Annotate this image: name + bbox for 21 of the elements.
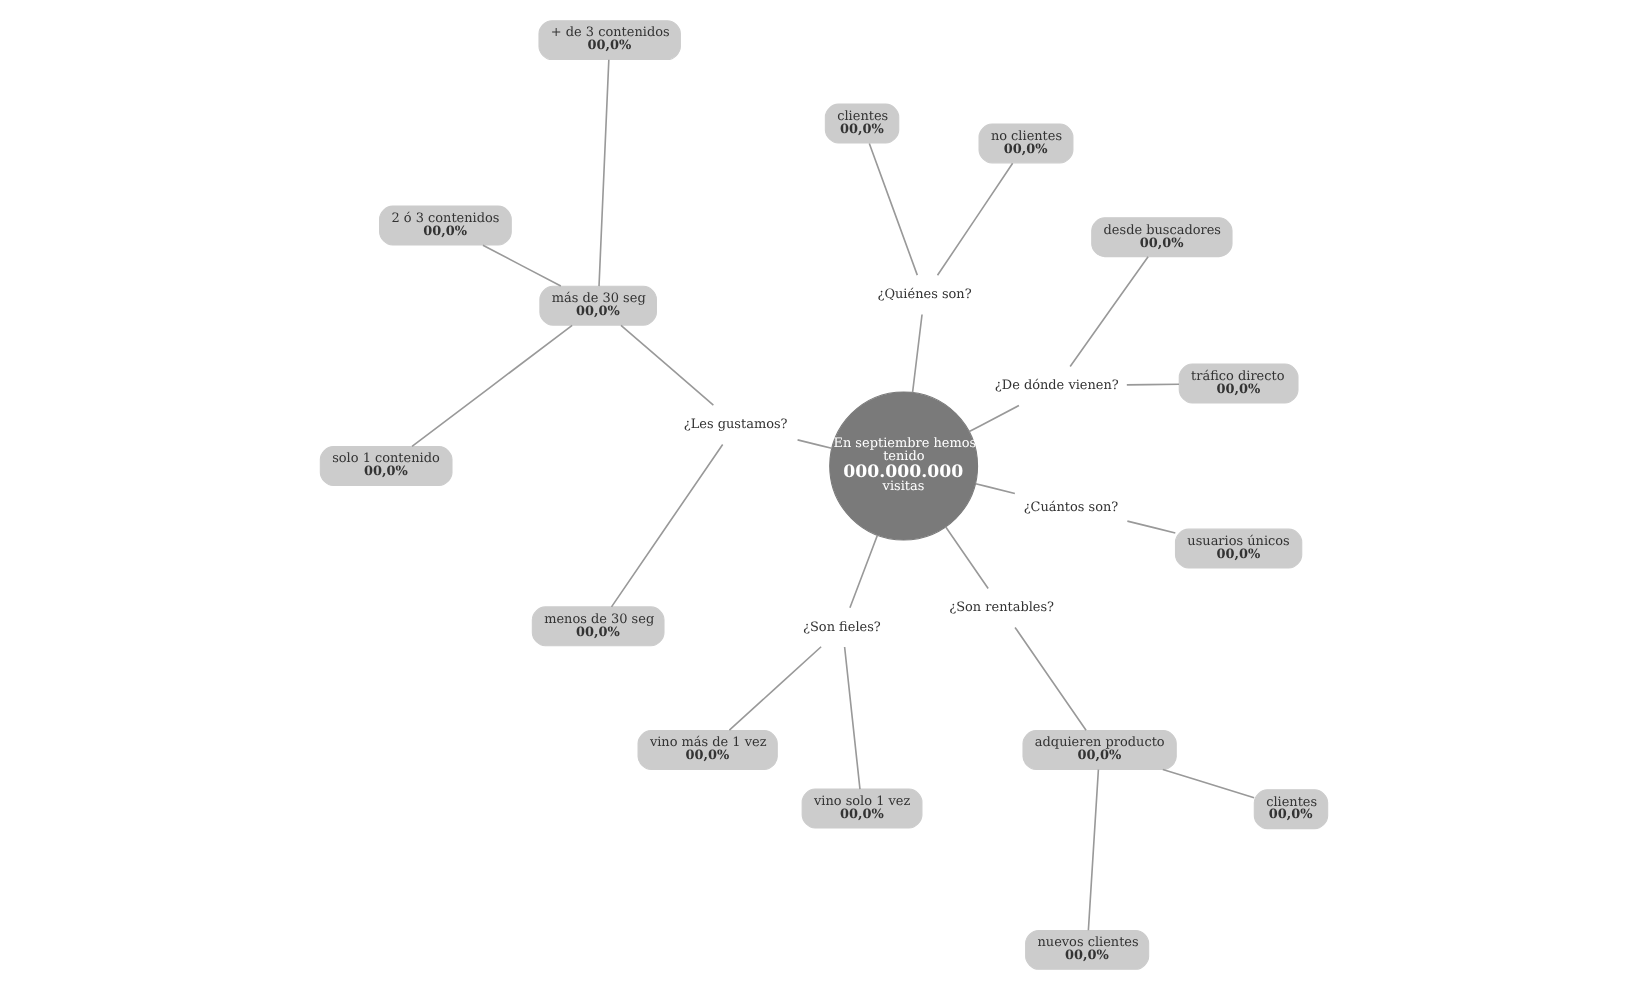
connector — [849, 534, 879, 609]
connector — [1014, 626, 1087, 732]
connector — [944, 526, 989, 590]
connector — [1087, 768, 1100, 932]
connector — [974, 482, 1016, 495]
connector — [728, 645, 822, 731]
connector — [911, 313, 923, 394]
connector — [411, 324, 573, 448]
connector — [1162, 768, 1255, 799]
connector — [620, 324, 715, 406]
connector — [1069, 255, 1149, 368]
connector — [868, 142, 919, 276]
connector — [968, 404, 1020, 433]
connector — [598, 58, 610, 287]
connector — [610, 443, 724, 608]
connector — [936, 162, 1014, 277]
connector — [1126, 520, 1177, 534]
connector — [482, 244, 562, 287]
connector — [843, 646, 861, 790]
connector — [1126, 383, 1180, 386]
connector — [796, 439, 833, 450]
